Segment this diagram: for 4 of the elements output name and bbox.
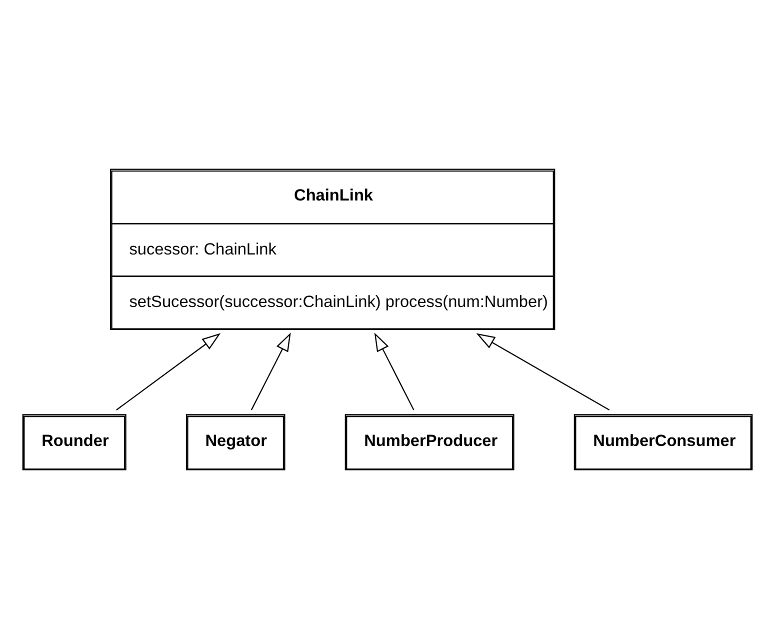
arrow xyxy=(116,332,221,410)
arrow xyxy=(250,332,291,410)
arrow xyxy=(476,332,610,410)
arrow xyxy=(374,332,414,410)
